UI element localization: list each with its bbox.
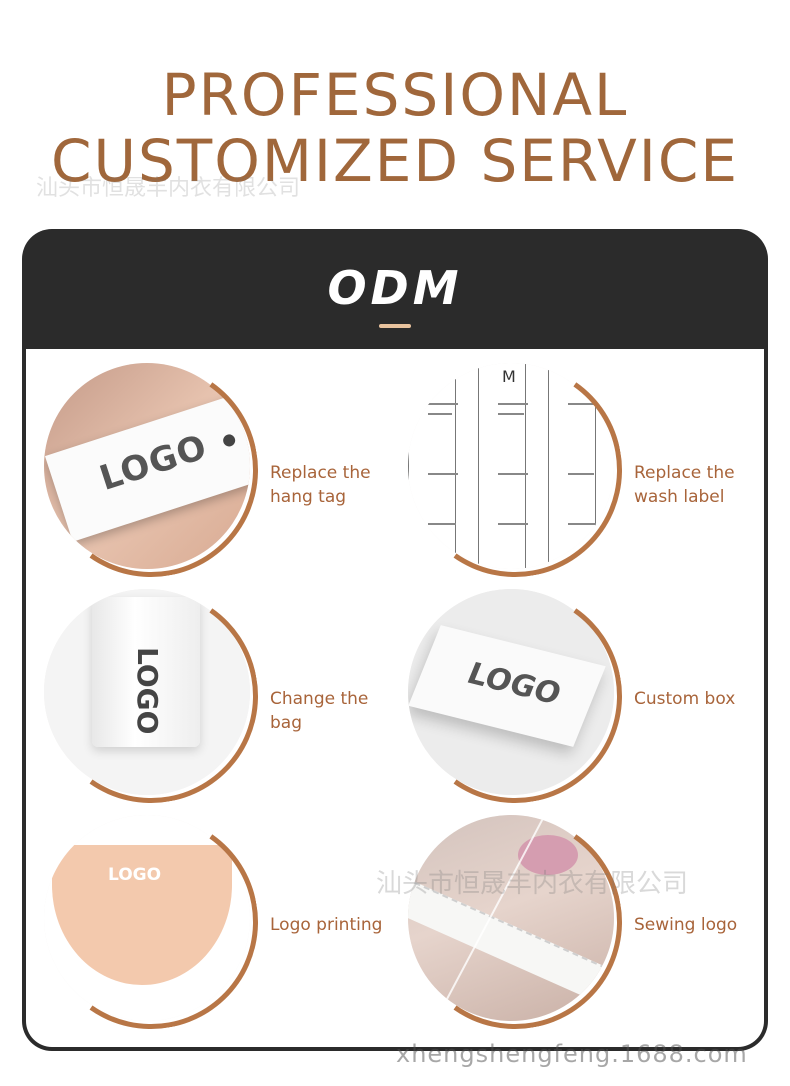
headline-line-1: PROFESSIONAL (161, 61, 629, 129)
box-illustration: LOGO (391, 572, 639, 820)
panel-title: ODM (327, 261, 463, 315)
label-bag: Change the bag (270, 689, 369, 733)
odm-panel: ODM LOGO Replace the hang tag M (22, 229, 768, 1051)
sewing-logo-illustration (391, 798, 639, 1046)
headline: PROFESSIONAL CUSTOMIZED SERVICE (0, 62, 790, 194)
briefs-logo: LOGO (108, 865, 162, 885)
label-sewing-logo: Sewing logo (634, 915, 738, 935)
packaging-bag: LOGO (92, 597, 200, 747)
label-wash-label: Replace the wash label (634, 463, 735, 507)
panel-content: LOGO Replace the hang tag M (26, 346, 764, 1047)
watermark-top: 汕头市恒晟丰内衣有限公司 (36, 176, 301, 201)
logo-printing-illustration: LOGO (27, 798, 275, 1046)
hang-tag-illustration: LOGO (27, 346, 275, 594)
watermark-bottom: xhengshengfeng.1688.com (396, 1040, 748, 1068)
bag-illustration: LOGO (27, 572, 275, 820)
label-custom-box: Custom box (634, 689, 736, 709)
title-underline (379, 324, 411, 328)
label-logo-printing: Logo printing (270, 915, 383, 935)
size-mark: M (502, 367, 516, 386)
headline-line-2: CUSTOMIZED SERVICE (51, 127, 739, 195)
wash-label-illustration: M (391, 346, 639, 594)
watermark-middle: 汕头市恒晟丰内衣有限公司 (376, 869, 689, 899)
label-hang-tag: Replace the hang tag (270, 463, 371, 507)
